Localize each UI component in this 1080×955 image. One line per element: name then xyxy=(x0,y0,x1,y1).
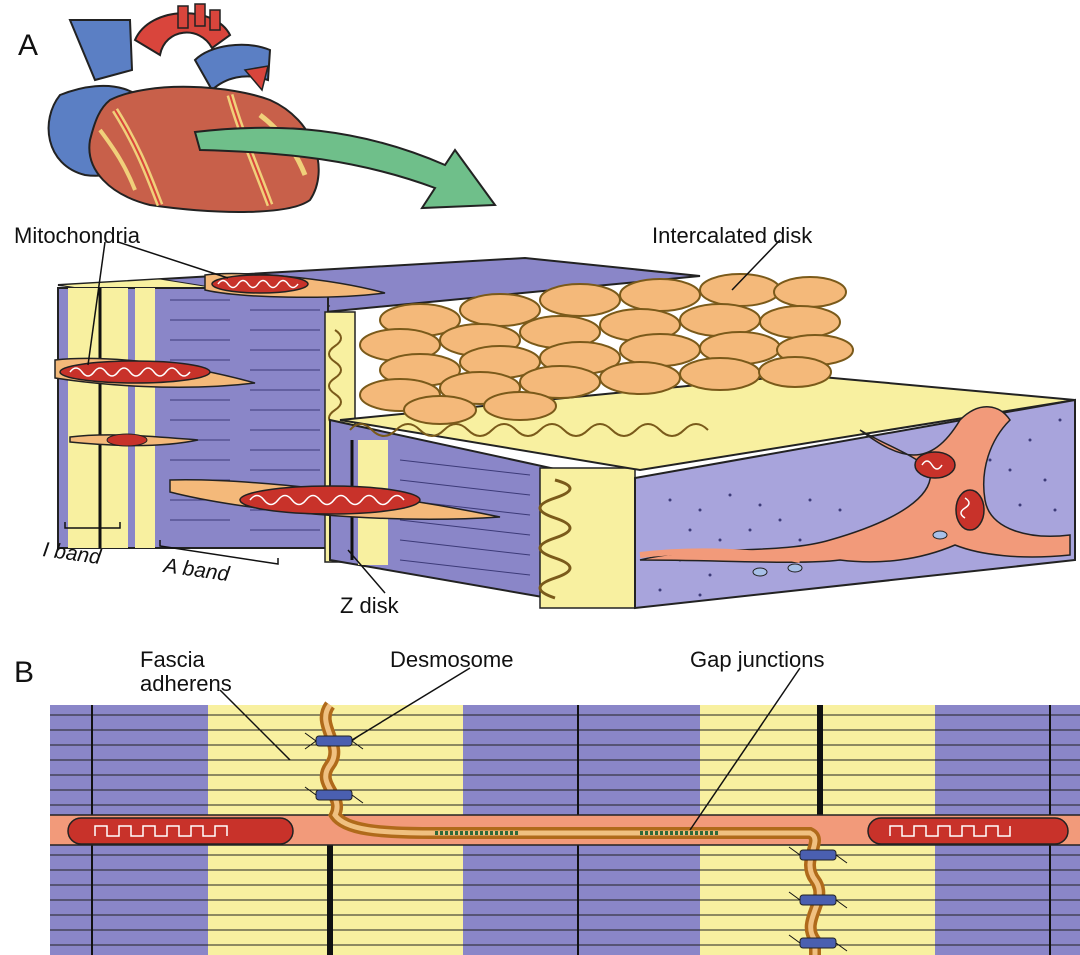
label-mitochondria: Mitochondria xyxy=(14,223,141,248)
heart-illustration xyxy=(49,4,319,212)
muscle-longitudinal-section xyxy=(50,705,1080,955)
label-gap-junctions: Gap junctions xyxy=(690,647,825,672)
label-z-disk: Z disk xyxy=(340,593,400,618)
muscle-block-3d xyxy=(55,258,1075,608)
label-a-band: A band xyxy=(160,554,232,586)
label-desmosome: Desmosome xyxy=(390,647,513,672)
label-intercalated-disk: Intercalated disk xyxy=(652,223,813,248)
label-fascia-adherens-1: Fascia xyxy=(140,647,206,672)
panel-a-label: A xyxy=(18,29,38,62)
panel-b-label: B xyxy=(14,656,34,689)
label-fascia-adherens-2: adherens xyxy=(140,671,232,696)
